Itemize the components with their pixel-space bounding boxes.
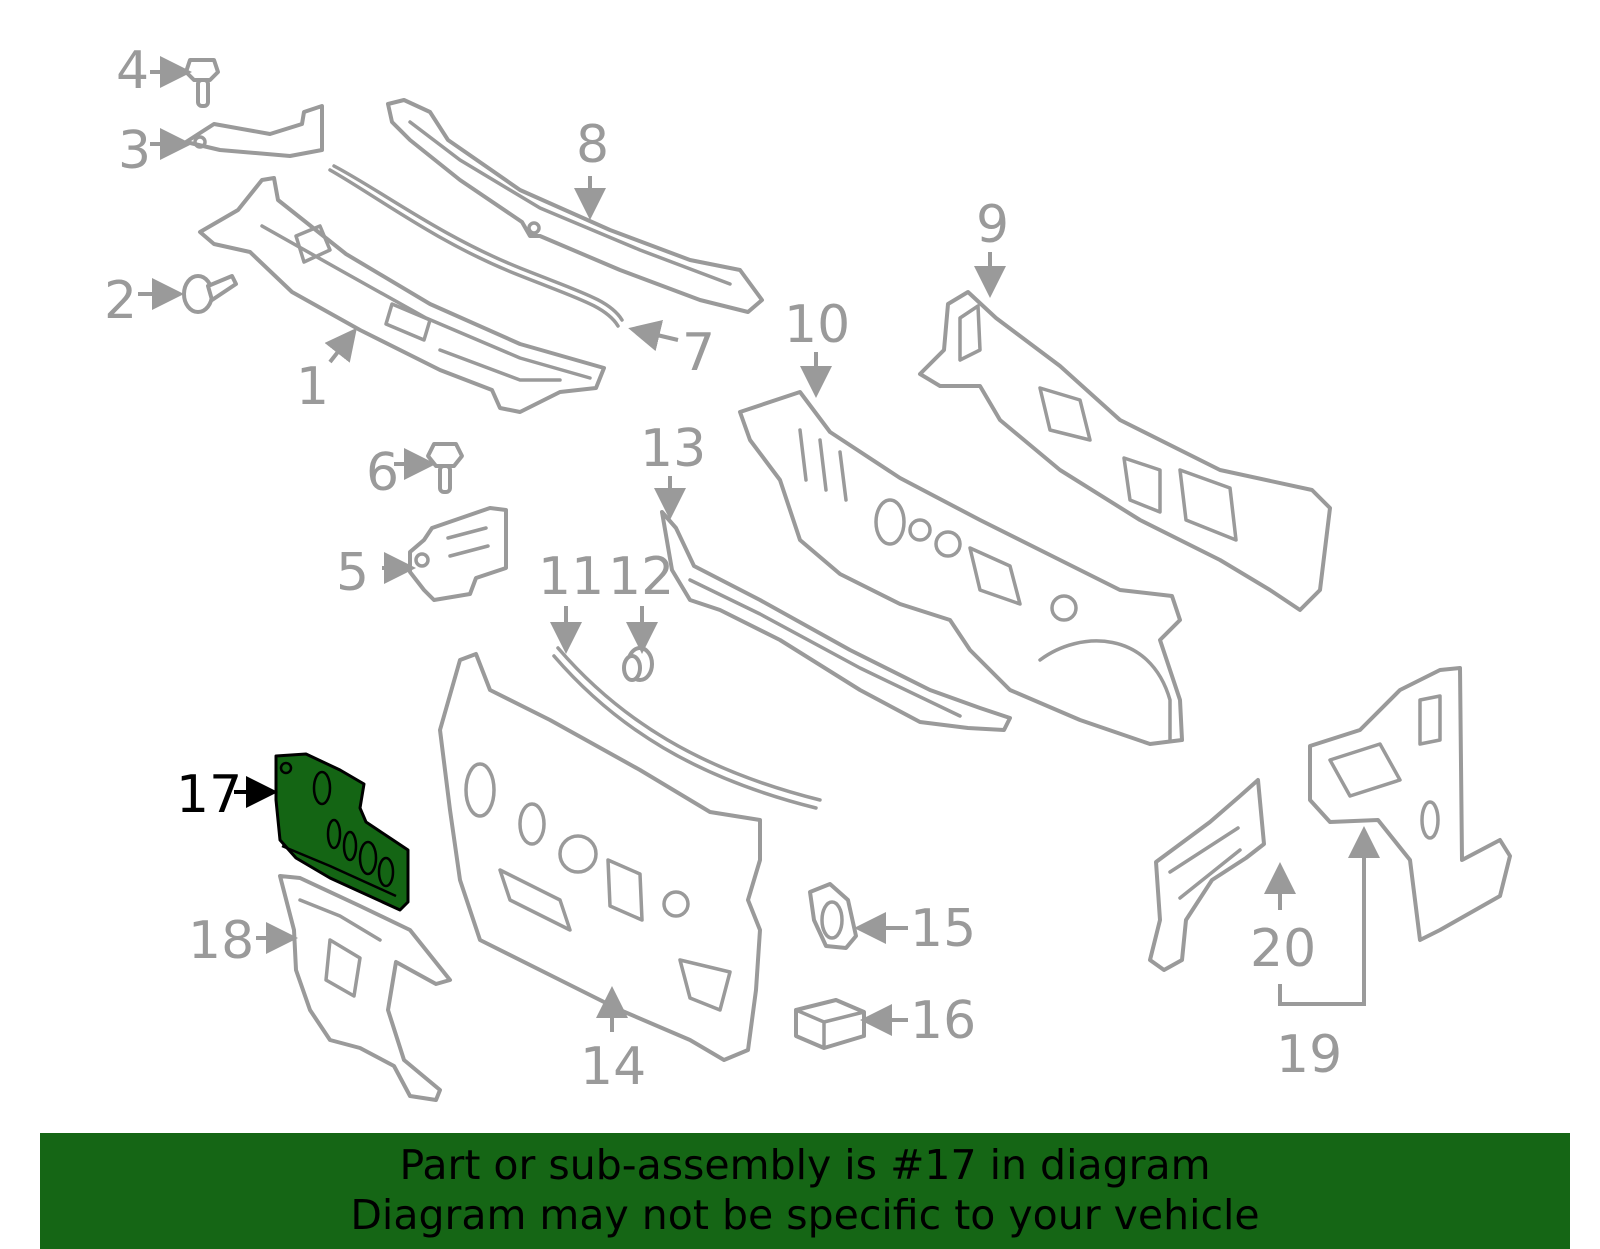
part-8-cowl-panel[interactable] [386, 98, 764, 314]
callout-14: 14 [580, 1037, 646, 1097]
part-10-dash-upper[interactable] [738, 390, 1184, 746]
banner-text-part-number: Part or sub-assembly is #17 in diagram [399, 1141, 1211, 1189]
callout-1: 1 [296, 357, 329, 417]
part-20-apron[interactable] [1148, 778, 1266, 972]
callout-labels: 4 3 2 1 7 8 9 10 13 6 5 11 12 14 15 16 1… [104, 41, 1342, 1097]
part-19-side-panel[interactable] [1308, 666, 1512, 942]
callout-5: 5 [336, 543, 369, 603]
callout-11: 11 [538, 547, 604, 607]
callout-20: 20 [1250, 919, 1316, 979]
callout-10: 10 [784, 295, 850, 355]
part-14-dash-panel[interactable] [438, 652, 762, 1062]
callout-17: 17 [176, 765, 242, 825]
info-banner: Part or sub-assembly is #17 in diagram D… [40, 1133, 1570, 1249]
part-4-bolt[interactable] [184, 58, 220, 108]
callout-16: 16 [910, 991, 976, 1051]
callout-3: 3 [118, 121, 151, 181]
part-11-seal[interactable] [552, 646, 822, 810]
part-13-cross-member[interactable] [660, 510, 1012, 732]
part-18-insulator[interactable] [278, 874, 452, 1102]
callout-19: 19 [1276, 1025, 1342, 1085]
part-7-seal[interactable] [328, 164, 624, 328]
callout-7: 7 [682, 323, 715, 383]
callout-8: 8 [576, 115, 609, 175]
part-1-cowl-top[interactable] [198, 176, 606, 414]
leader-lines [138, 56, 1380, 1036]
callout-18: 18 [188, 911, 254, 971]
callout-13: 13 [640, 419, 706, 479]
callout-4: 4 [116, 41, 149, 101]
part-6-bolt[interactable] [426, 442, 464, 494]
callout-2: 2 [104, 271, 137, 331]
callout-15: 15 [910, 899, 976, 959]
banner-text-disclaimer: Diagram may not be specific to your vehi… [350, 1191, 1260, 1239]
callout-6: 6 [366, 443, 399, 503]
part-15-insulator[interactable] [808, 882, 858, 950]
part-17-insulator-highlighted[interactable] [274, 752, 410, 912]
part-12-grommet[interactable] [622, 646, 654, 682]
callout-9: 9 [976, 195, 1009, 255]
part-9-panel[interactable] [918, 290, 1332, 612]
part-2-clip[interactable] [182, 274, 238, 314]
part-3-bracket[interactable] [184, 104, 324, 158]
part-16-pad[interactable] [794, 998, 866, 1050]
callout-12: 12 [608, 547, 674, 607]
part-5-bracket[interactable] [408, 506, 508, 602]
